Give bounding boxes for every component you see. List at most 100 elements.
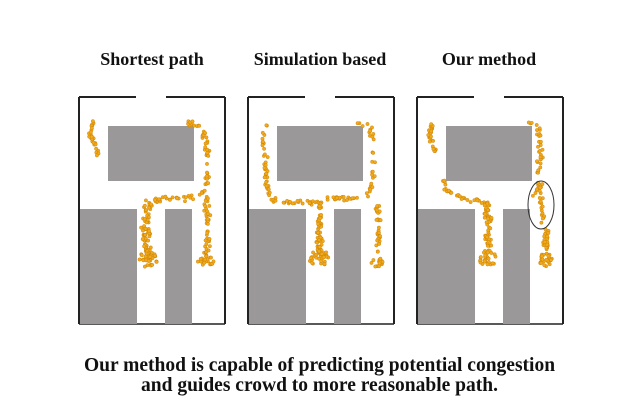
crowd-agent [141, 228, 145, 233]
crowd-agent [538, 185, 543, 190]
crowd-agent [375, 238, 380, 243]
crowd-agent [316, 221, 321, 226]
crowd-agent [317, 244, 322, 249]
crowd-agent [540, 254, 544, 259]
crowd-agent [183, 199, 187, 204]
crowd-agent [207, 244, 212, 249]
crowd-agent [324, 250, 329, 255]
crowd-agent [378, 218, 383, 223]
crowd-agent [205, 196, 210, 201]
crowd-agent [144, 208, 149, 213]
obstacle-bottom-right [503, 209, 530, 324]
crowd-agents [260, 121, 385, 269]
crowd-agent [191, 197, 196, 202]
crowd-agent [90, 119, 95, 124]
crowd-agent [94, 146, 98, 151]
crowd-agent [203, 257, 208, 262]
crowd-agent [146, 238, 151, 243]
crowd-agent [188, 195, 193, 200]
crowd-agent [207, 204, 212, 208]
obstacle-top [446, 126, 532, 181]
crowd-agent [266, 187, 271, 192]
crowd-agent [350, 196, 355, 201]
crowd-agent [192, 123, 197, 128]
crowd-agent [143, 203, 147, 208]
crowd-agent [317, 249, 322, 254]
crowd-agent [89, 134, 94, 139]
crowd-agent [534, 123, 539, 127]
crowd-agent [139, 225, 143, 230]
crowd-agent [446, 188, 451, 193]
crowd-agent [143, 232, 148, 237]
crowd-agent [206, 154, 211, 158]
crowd-agent [482, 259, 487, 264]
crowd-agent [538, 199, 543, 204]
crowd-agent [207, 237, 212, 241]
panel-simulation-based [247, 96, 395, 325]
crowd-agent [378, 256, 383, 261]
crowd-agent [149, 202, 154, 207]
crowd-agent [489, 251, 494, 255]
crowd-agent [300, 201, 305, 206]
crowd-agent [319, 213, 324, 217]
crowd-agent [485, 262, 490, 267]
crowd-agent [489, 216, 494, 220]
crowd-agent [262, 152, 267, 157]
crowd-agent [355, 195, 359, 200]
crowd-agent [319, 259, 324, 264]
crowd-agent [360, 124, 365, 128]
crowd-agent [206, 181, 211, 186]
crowd-agent [142, 217, 147, 222]
crowd-agent [273, 198, 278, 203]
panel-shortest-path [78, 96, 226, 325]
crowd-agent [426, 133, 431, 137]
crowd-agent [540, 147, 545, 152]
crowd-agent [468, 200, 473, 205]
crowd-agent [377, 209, 382, 214]
crowd-agent [205, 221, 210, 226]
crowd-agent [202, 188, 207, 193]
crowd-agent [150, 262, 155, 267]
crowd-agent [431, 147, 436, 151]
crowd-agent [355, 121, 360, 126]
crowd-agent [205, 162, 209, 166]
crowd-agent [144, 198, 148, 203]
crowd-agent [442, 178, 447, 183]
crowd-agent [157, 197, 161, 202]
crowd-agent [529, 120, 534, 125]
crowd-agent [483, 212, 488, 216]
crowd-agent [91, 140, 96, 145]
obstacle-bottom-left [418, 209, 475, 324]
crowd-agent [542, 263, 547, 268]
crowd-agent [175, 196, 179, 201]
crowd-agent [375, 249, 380, 254]
crowd-agent [89, 126, 94, 131]
crowd-agent [262, 175, 267, 180]
crowd-agents [87, 119, 216, 269]
crowd-agent [484, 220, 489, 225]
crowd-agent [486, 256, 491, 261]
congestion-highlight-ellipse [527, 180, 555, 230]
crowd-agent [311, 250, 316, 255]
crowd-agent [546, 231, 551, 235]
crowd-agent [429, 129, 434, 134]
crowd-agent [485, 235, 490, 240]
crowd-agent [374, 218, 379, 222]
crowd-agent [317, 238, 322, 242]
crowd-agent [260, 139, 265, 144]
crowd-agent [143, 254, 148, 259]
crowd-agent [265, 155, 270, 159]
crowd-agent [334, 196, 339, 201]
crowd-agent [148, 245, 153, 250]
crowd-agent [203, 141, 208, 146]
crowd-agent [431, 139, 436, 143]
crowd-agent [198, 256, 203, 261]
crowd-agent [540, 204, 545, 209]
panel-our-method [416, 96, 564, 325]
title-shortest-path: Shortest path [100, 49, 204, 69]
crowd-agent [209, 255, 213, 260]
crowd-agent [204, 174, 209, 179]
crowd-agent [310, 260, 314, 265]
obstacle-bottom-right [165, 209, 192, 324]
crowd-agent [486, 208, 490, 212]
